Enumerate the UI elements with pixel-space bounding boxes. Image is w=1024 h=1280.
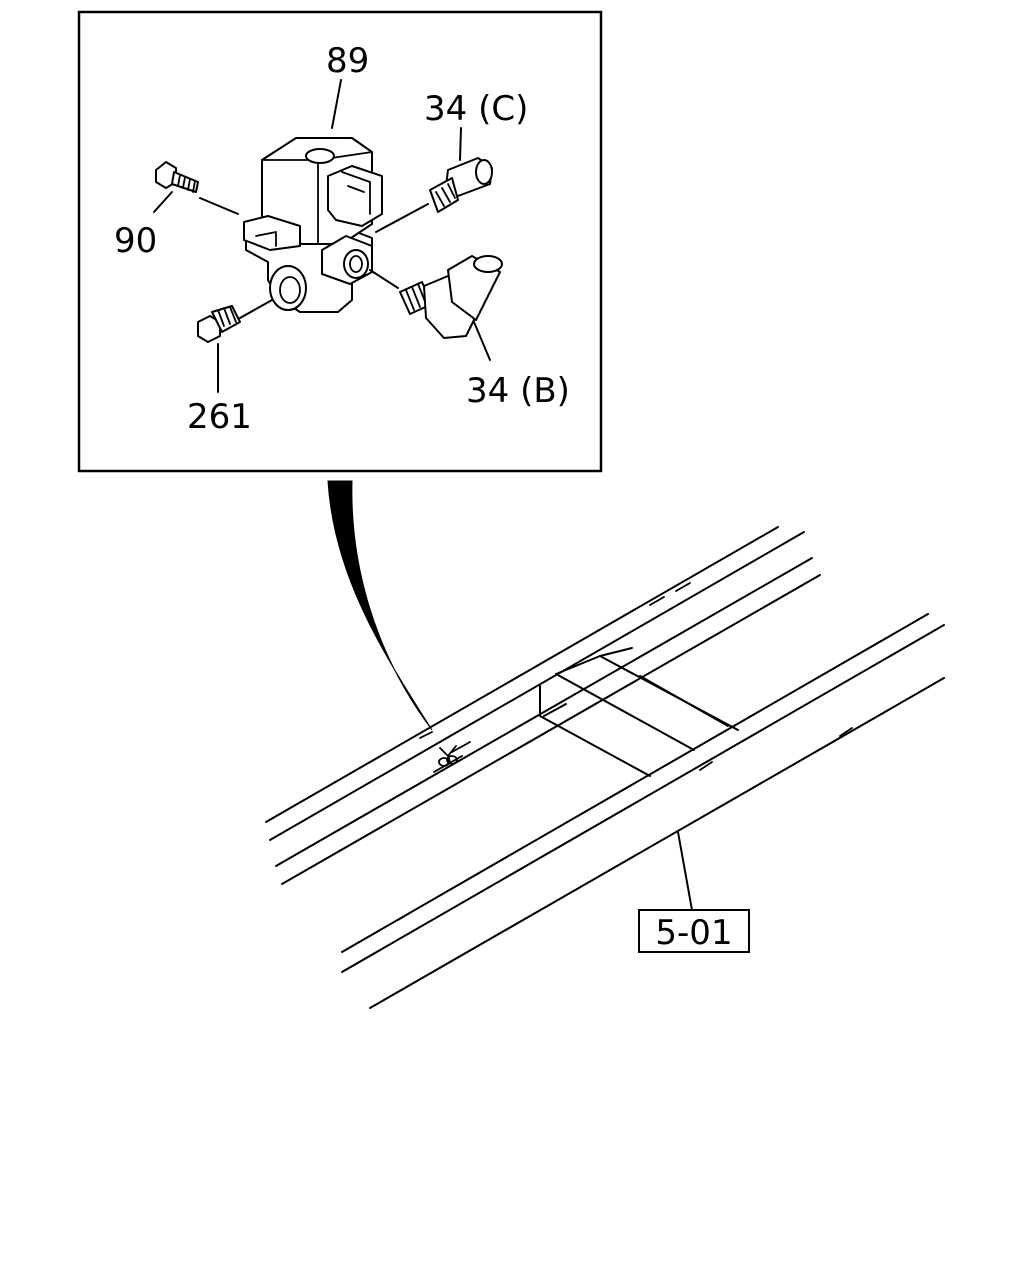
valve-body-89[interactable]	[243, 137, 383, 313]
valve-location-marker[interactable]	[433, 745, 463, 773]
leader-lines	[153, 79, 491, 393]
fitting-34c[interactable]	[429, 157, 493, 213]
label-89: 89	[326, 41, 369, 81]
chassis-frame	[265, 526, 945, 1009]
plug-261[interactable]	[197, 305, 241, 343]
fitting-34b[interactable]	[399, 255, 503, 339]
label-5-01: 5-01	[655, 913, 732, 953]
detail-inset: 89 34 (C) 90 34 (B) 261	[77, 10, 603, 473]
detail-pointer	[327, 480, 433, 731]
bolt-90[interactable]	[155, 161, 199, 193]
label-90: 90	[114, 221, 157, 261]
label-261: 261	[187, 397, 252, 437]
frame-reference-box[interactable]: 5-01	[638, 909, 750, 953]
label-34b: 34 (B)	[466, 371, 570, 411]
label-34c: 34 (C)	[424, 89, 528, 129]
